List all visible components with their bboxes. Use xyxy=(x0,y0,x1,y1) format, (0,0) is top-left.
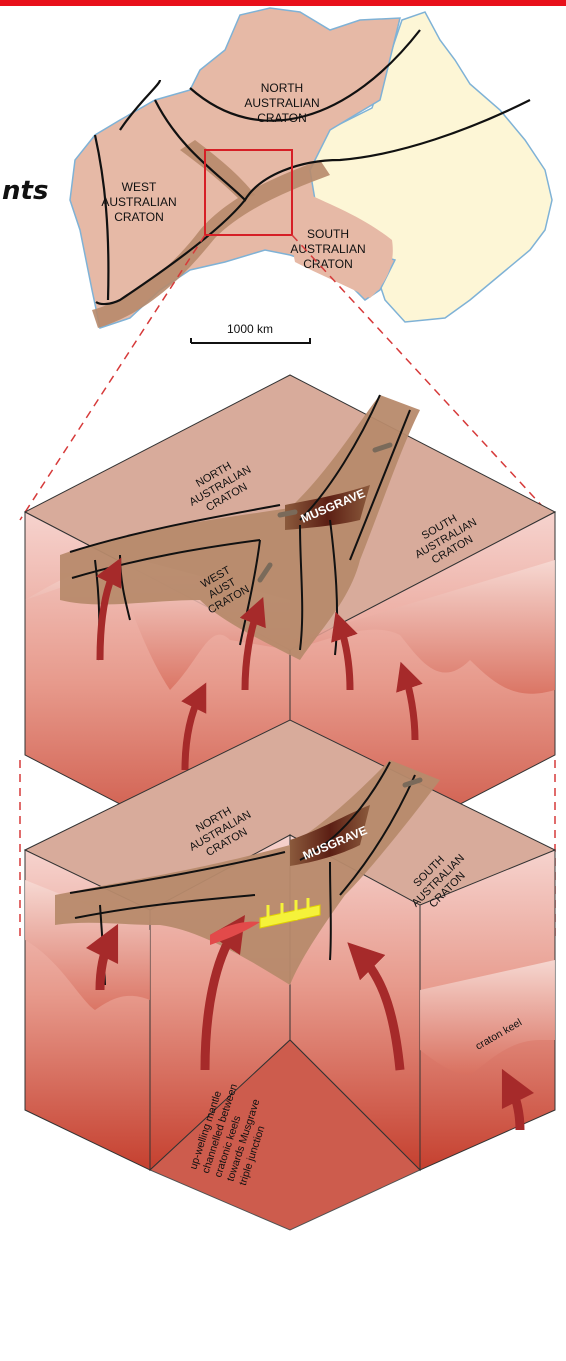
map-label-south-2: AUSTRALIAN xyxy=(290,242,365,256)
map-label-west-3: CRATON xyxy=(114,210,164,224)
map-label-north-3: CRATON xyxy=(257,111,307,125)
map-label-west-1: WEST xyxy=(122,180,157,194)
scale-bar-label: 1000 km xyxy=(227,322,273,336)
map-label-south-3: CRATON xyxy=(303,257,353,271)
map-label-west-2: AUSTRALIAN xyxy=(101,195,176,209)
australia-map: NORTH AUSTRALIAN CRATON WEST AUSTRALIAN … xyxy=(70,8,552,343)
map-label-north-2: AUSTRALIAN xyxy=(244,96,319,110)
clipped-heading-text: nts xyxy=(2,176,48,206)
scale-bar: 1000 km xyxy=(191,322,310,343)
map-label-north-1: NORTH xyxy=(261,81,303,95)
top-red-bar xyxy=(0,0,566,6)
map-label-south-1: SOUTH xyxy=(307,227,349,241)
